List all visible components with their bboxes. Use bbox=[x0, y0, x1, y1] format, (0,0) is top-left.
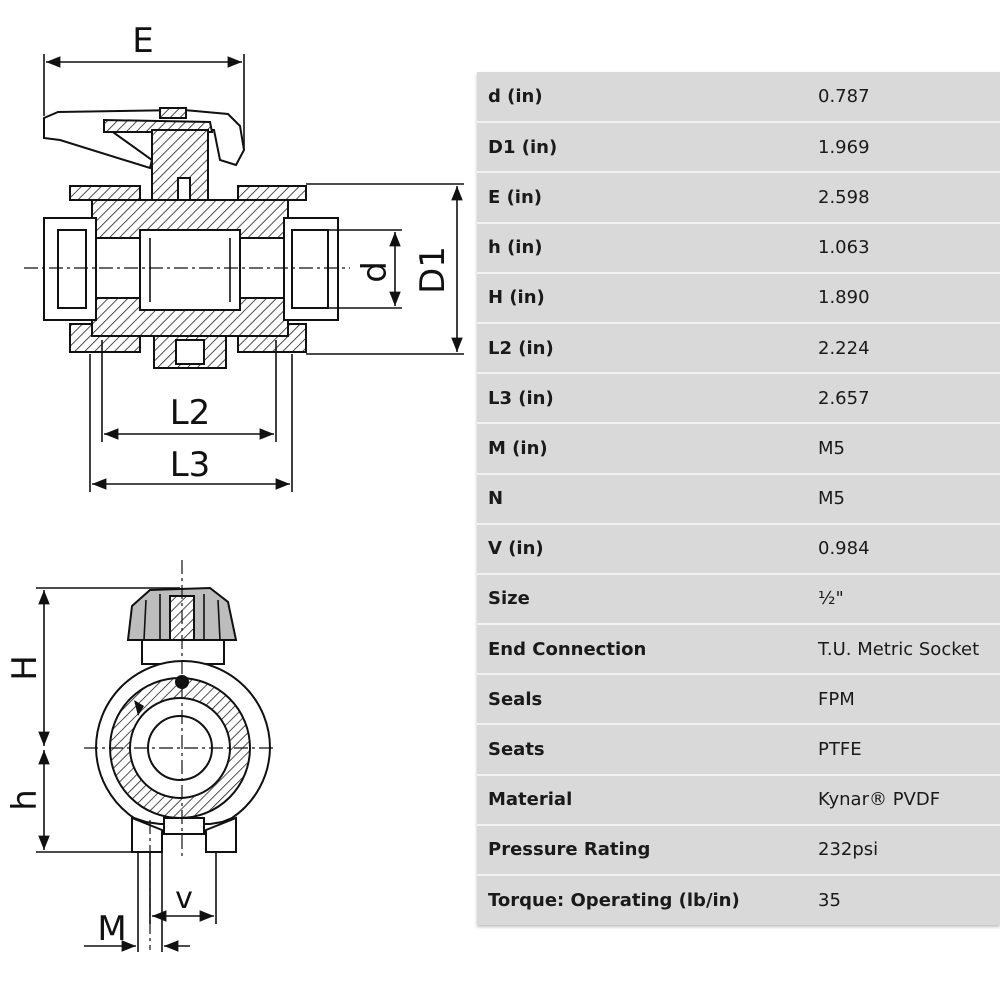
valve-technical-drawing: E D1 d L2 L3 bbox=[5, 21, 464, 952]
dim-label-M: M bbox=[97, 909, 126, 949]
spec-label: L3 (in) bbox=[477, 373, 816, 425]
end-view: H h v M bbox=[5, 560, 274, 952]
spec-row: d (in)0.787 bbox=[477, 72, 1000, 124]
spec-row: H (in)1.890 bbox=[477, 272, 1000, 324]
spec-value: 2.224 bbox=[816, 322, 1000, 375]
dim-label-H: H bbox=[5, 655, 45, 681]
dim-label-D1: D1 bbox=[413, 246, 453, 294]
spec-value: PTFE bbox=[816, 724, 1000, 776]
spec-label: D1 (in) bbox=[477, 122, 816, 174]
spec-row: L2 (in)2.224 bbox=[477, 322, 1000, 375]
spec-label: Pressure Rating bbox=[477, 824, 816, 877]
spec-row: V (in)0.984 bbox=[477, 523, 1000, 575]
spec-label: Material bbox=[477, 774, 816, 826]
spec-row: D1 (in)1.969 bbox=[477, 122, 1000, 174]
spec-value: ½" bbox=[816, 573, 1000, 626]
spec-row: E (in)2.598 bbox=[477, 172, 1000, 224]
spec-value: M5 bbox=[816, 473, 1000, 525]
spec-value: M5 bbox=[816, 423, 1000, 475]
spec-value: 1.969 bbox=[816, 122, 1000, 174]
dim-label-h: h bbox=[5, 789, 45, 811]
spec-label: Size bbox=[477, 573, 816, 626]
spec-row: L3 (in)2.657 bbox=[477, 373, 1000, 425]
spec-label: Seats bbox=[477, 724, 816, 776]
spec-label: d (in) bbox=[477, 72, 816, 124]
spec-label: H (in) bbox=[477, 272, 816, 324]
spec-value: 1.063 bbox=[816, 222, 1000, 274]
spec-value: 35 bbox=[818, 890, 841, 912]
side-view: E D1 d L2 L3 bbox=[24, 21, 464, 492]
spec-label: E (in) bbox=[477, 172, 816, 224]
spec-row: h (in)1.063 bbox=[477, 222, 1000, 274]
spec-label: V (in) bbox=[477, 523, 816, 575]
spec-value: 0.787 bbox=[816, 72, 1000, 124]
spec-row: M (in)M5 bbox=[477, 423, 1000, 475]
spec-value: 2.657 bbox=[816, 373, 1000, 425]
dim-label-L2: L2 bbox=[170, 393, 211, 433]
spec-label: L2 (in) bbox=[477, 322, 816, 375]
spec-value: Kynar® PVDF bbox=[816, 774, 1000, 826]
dim-label-L3: L3 bbox=[170, 445, 211, 485]
spec-value: FPM bbox=[816, 674, 1000, 726]
spec-row: Torque: Operating (lb/in) 35 bbox=[477, 875, 1000, 925]
spec-label: End Connection bbox=[477, 624, 816, 676]
spec-label: N bbox=[477, 473, 816, 525]
spec-value: 0.984 bbox=[816, 523, 1000, 575]
spec-label: M (in) bbox=[477, 423, 816, 475]
spec-value: 232psi bbox=[816, 824, 1000, 877]
spec-value: 1.890 bbox=[816, 272, 1000, 324]
spec-value: 2.598 bbox=[816, 172, 1000, 224]
dim-label-V: v bbox=[175, 881, 193, 916]
spec-label: h (in) bbox=[477, 222, 816, 274]
spec-label: Torque: Operating (lb/in) bbox=[488, 890, 740, 912]
dim-label-d: d bbox=[355, 261, 395, 283]
dim-label-E: E bbox=[132, 21, 153, 61]
spec-value: T.U. Metric Socket bbox=[816, 624, 1000, 676]
spec-label: Seals bbox=[477, 674, 816, 726]
